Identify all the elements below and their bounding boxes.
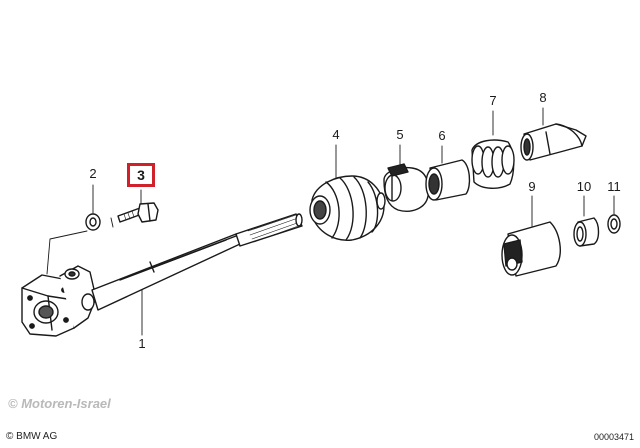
boot-part-4 <box>309 175 386 241</box>
callout-2[interactable]: 2 <box>89 166 97 181</box>
callout-10[interactable]: 10 <box>576 179 592 194</box>
steering-shaft-part-1 <box>21 213 303 337</box>
callout-8[interactable]: 8 <box>539 90 547 105</box>
coupling-part-8 <box>520 123 587 161</box>
circlip-part-11 <box>607 214 621 234</box>
bushing-part-10 <box>573 217 600 247</box>
doc-number: 00003471 <box>593 432 634 442</box>
callout-4[interactable]: 4 <box>332 127 340 142</box>
washer-part-2 <box>85 213 101 231</box>
callout-3-highlighted[interactable]: 3 <box>127 163 155 187</box>
copyright: © BMW AG <box>6 431 58 442</box>
bolt-part-3 <box>117 202 159 223</box>
spring-part-7 <box>471 139 515 189</box>
callout-9[interactable]: 9 <box>528 179 536 194</box>
callout-1[interactable]: 1 <box>138 336 146 351</box>
slotted-sleeve-part-9 <box>501 221 561 277</box>
clamp-part-5 <box>383 163 430 212</box>
callout-6[interactable]: 6 <box>438 128 446 143</box>
callout-5[interactable]: 5 <box>396 127 404 142</box>
callout-7[interactable]: 7 <box>489 93 497 108</box>
sleeve-part-6 <box>425 159 471 201</box>
watermark: © Motoren-Israel <box>8 396 111 411</box>
callout-11[interactable]: 11 <box>607 179 621 194</box>
